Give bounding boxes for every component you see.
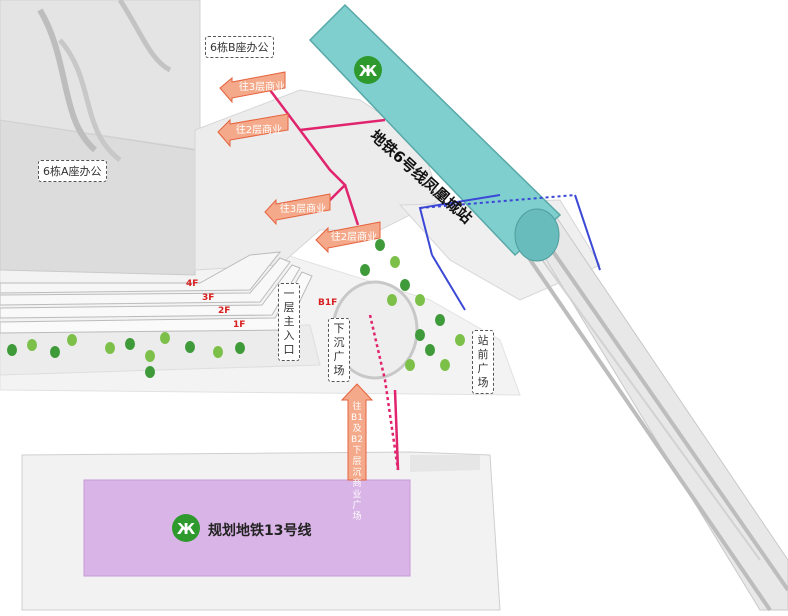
- arrow-label: 往2层商业: [236, 123, 282, 136]
- rail-3: [535, 250, 760, 560]
- tree: [105, 342, 115, 354]
- line6-tube-end: [515, 209, 559, 261]
- tree: [360, 264, 370, 276]
- metro-logo-line6: Ж: [354, 56, 382, 84]
- tree: [185, 341, 195, 353]
- tree: [7, 344, 17, 356]
- rail-1: [520, 245, 770, 610]
- tree: [425, 344, 435, 356]
- floor-1f: 1F: [233, 320, 245, 330]
- floor-2f: 2F: [218, 306, 230, 316]
- tree: [145, 366, 155, 378]
- tree: [50, 346, 60, 358]
- svg-text:Ж: Ж: [359, 62, 378, 80]
- rail-2: [545, 240, 788, 590]
- tree: [145, 350, 155, 362]
- floor-3f: 3F: [202, 293, 214, 303]
- arrow-label: 往2层商业: [331, 230, 377, 243]
- arrow-label: 往3层商业: [280, 202, 326, 215]
- tree: [235, 342, 245, 354]
- floor-4f: 4F: [186, 279, 198, 289]
- metro-logo-line13: Ж: [172, 514, 200, 542]
- tree: [400, 279, 410, 291]
- tree: [213, 346, 223, 358]
- line13-ledge: [410, 455, 480, 472]
- tree: [160, 332, 170, 344]
- tree: [435, 314, 445, 326]
- svg-text:Ж: Ж: [177, 520, 196, 538]
- tree: [375, 239, 385, 251]
- floor-b1f: B1F: [318, 298, 337, 308]
- sunken-plaza-label: 下沉广场: [328, 318, 350, 382]
- arrow-label: 往3层商业: [239, 80, 285, 93]
- tree: [125, 338, 135, 350]
- line13-name: 规划地铁13号线: [208, 520, 311, 540]
- tree: [387, 294, 397, 306]
- tower-a-label: 6栋A座办公: [38, 160, 107, 182]
- tree: [405, 359, 415, 371]
- station-plaza-label: 站前广场: [472, 330, 494, 394]
- tree: [27, 339, 37, 351]
- tree: [67, 334, 77, 346]
- tree: [455, 334, 465, 346]
- tree: [415, 294, 425, 306]
- tree: [440, 359, 450, 371]
- arrow-b1b2-label: 往B1及B2下层沉商业广场: [350, 402, 364, 523]
- tree: [415, 329, 425, 341]
- main-entrance-label: 一层主入口: [278, 283, 300, 361]
- tower-b-label: 6栋B座办公: [205, 36, 274, 58]
- viaduct: [525, 215, 788, 610]
- tree: [390, 256, 400, 268]
